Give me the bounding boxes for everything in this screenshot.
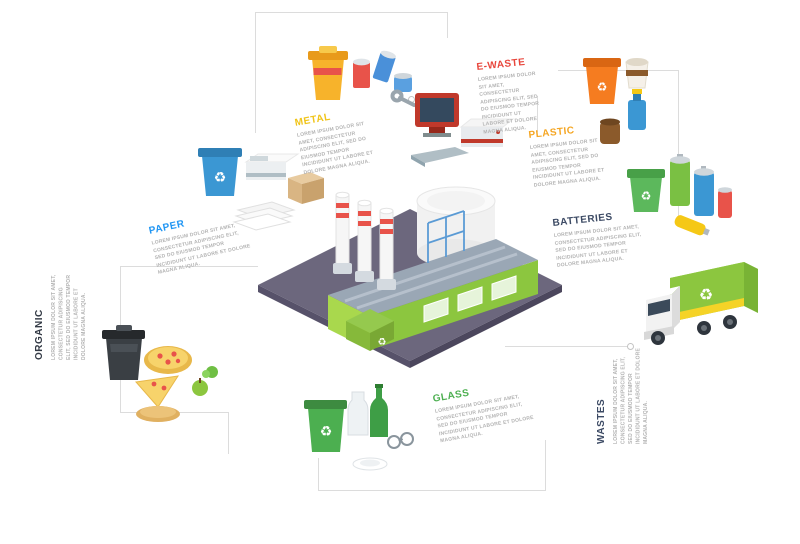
milk-bottle-icon — [347, 391, 369, 436]
green-recycle-bin-icon: ♻ — [304, 400, 347, 452]
organic-label: ORGANIC — [34, 309, 45, 360]
paper-icons: ♻ — [198, 148, 324, 231]
connector-line — [318, 458, 319, 490]
recycling-factory-illustration: ♻ — [258, 186, 562, 368]
yellow-trash-bin-icon — [308, 46, 348, 100]
glass-icons: ♻ — [304, 384, 414, 471]
organic-description: LOREM IPSUM DOLOR SIT AMET, CONSECTETUR … — [51, 274, 87, 361]
coffee-cup-icon — [625, 58, 649, 89]
plastic-description: LOREM IPSUM DOLOR SIT AMET, CONSECTETUR … — [529, 137, 605, 189]
printer-icon — [459, 118, 515, 147]
battery-yellow-icon — [674, 215, 710, 236]
soda-cans-icon — [353, 50, 412, 92]
plate-icon — [352, 457, 388, 471]
connector-line — [537, 96, 538, 132]
blue-recycle-bin-icon: ♻ — [198, 148, 242, 196]
recycle-symbol-icon: ♻ — [320, 423, 333, 439]
ewaste-label: E-WASTE — [476, 56, 526, 73]
connector-line — [255, 12, 256, 133]
bread-icon — [136, 406, 180, 422]
section-glass: GLASS LOREM IPSUM DOLOR SIT AMET, CONSEC… — [432, 377, 536, 445]
green-recycle-bin-icon: ♻ — [627, 169, 665, 212]
eyeglasses-icon — [387, 432, 414, 449]
copier-icon — [244, 153, 300, 180]
connector-line — [447, 12, 448, 38]
ewaste-icons — [411, 93, 515, 167]
connector-line — [545, 440, 546, 490]
connector-line — [505, 346, 629, 347]
plastic-jar-icon — [600, 118, 620, 144]
section-wastes: WASTES LOREM IPSUM DOLOR SIT AMET, CONSE… — [596, 348, 651, 444]
computer-monitor-icon — [415, 93, 459, 137]
connector-line — [678, 70, 679, 223]
organic-icons — [102, 325, 218, 422]
connector-line — [120, 266, 258, 267]
pizza-slice-icon — [135, 375, 180, 408]
recycle-symbol-icon: ♻ — [641, 189, 652, 203]
recycle-symbol-icon: ♻ — [214, 169, 227, 185]
connector-line — [228, 412, 229, 454]
ewaste-description: LOREM IPSUM DOLOR SIT AMET, CONSECTETUR … — [477, 70, 540, 136]
section-batteries: BATTERIES LOREM IPSUM DOLOR SIT AMET, CO… — [552, 208, 649, 270]
recycle-symbol-icon: ♻ — [378, 337, 387, 348]
factory-window — [423, 297, 449, 323]
metal-icons — [308, 46, 416, 107]
factory-annex: ♻ — [346, 309, 394, 351]
connector-line — [558, 70, 678, 71]
connector-line — [255, 12, 447, 13]
lettuce-icon — [202, 366, 218, 378]
orange-trash-bin-icon: ♻ — [583, 58, 621, 104]
garbage-truck-icon: ♻ — [644, 262, 758, 345]
truck-body: ♻ — [670, 262, 758, 322]
cardboard-box-icon — [288, 172, 324, 204]
roof-pipes-icon — [427, 210, 465, 263]
battery-blue-icon — [694, 166, 714, 216]
recycle-symbol-icon: ♻ — [699, 287, 713, 304]
battery-green-icon — [670, 154, 690, 206]
plastic-icons: ♻ — [583, 58, 649, 144]
factory-window — [491, 275, 517, 301]
detergent-bottle-icon — [628, 89, 646, 130]
truck-cab — [644, 286, 680, 340]
green-bottle-icon — [370, 384, 388, 437]
pizza-icon — [144, 346, 192, 374]
black-trash-bin-icon — [102, 325, 145, 380]
section-organic: ORGANIC LOREM IPSUM DOLOR SIT AMET, CONS… — [34, 274, 89, 361]
truck-wheels — [651, 315, 737, 345]
factory-window — [457, 286, 483, 312]
apple-icon — [192, 378, 208, 396]
battery-red-icon — [718, 187, 732, 218]
connector-dot — [627, 343, 634, 350]
wrench-icon — [390, 89, 416, 107]
batteries-icons: ♻ — [627, 154, 732, 236]
keyboard-icon — [411, 147, 469, 167]
wastes-description: LOREM IPSUM DOLOR SIT AMET, CONSECTETUR … — [613, 348, 649, 444]
wastes-label: WASTES — [596, 398, 607, 444]
recycle-symbol-icon: ♻ — [597, 80, 608, 94]
section-plastic: PLASTIC LOREM IPSUM DOLOR SIT AMET, CONS… — [528, 122, 610, 190]
section-ewaste: E-WASTE LOREM IPSUM DOLOR SIT AMET, CONS… — [476, 56, 544, 137]
factory-chimneys — [333, 191, 396, 290]
paper-stack-icon — [232, 201, 296, 231]
connector-line — [318, 490, 546, 491]
